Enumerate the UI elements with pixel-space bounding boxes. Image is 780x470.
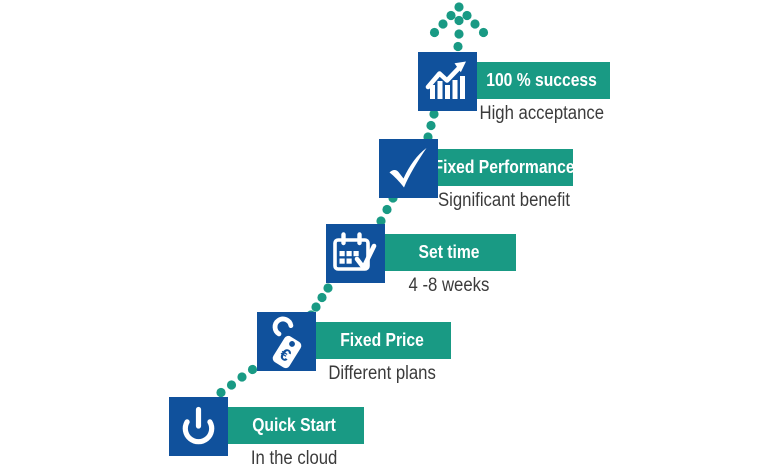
calendar-check-icon xyxy=(326,224,385,283)
step-caption-wrap: 4 -8 weeks xyxy=(382,275,516,297)
step-banner: Fixed Price xyxy=(313,322,451,359)
step-success: 100 % success High acceptance xyxy=(418,52,610,124)
step-caption-wrap: Significant benefit xyxy=(435,190,573,212)
step-title: Fixed Price xyxy=(340,330,424,350)
step-caption: 4 -8 weeks xyxy=(408,275,490,296)
dotted-arrow-up-icon xyxy=(429,2,489,52)
step-fixed-price: Fixed Price € Different plans xyxy=(257,312,451,384)
trail-segment-3-4 xyxy=(376,193,398,226)
step-caption-wrap: Different plans xyxy=(313,363,451,385)
step-title: Set time xyxy=(418,242,480,262)
step-banner: Quick Start xyxy=(225,407,364,444)
step-banner: Set time xyxy=(382,234,516,271)
check-mark-icon xyxy=(379,139,438,198)
step-caption: In the cloud xyxy=(251,448,338,469)
step-quick-start: Quick Start In the cloud xyxy=(169,397,364,469)
step-title: Fixed Performance xyxy=(433,157,575,177)
step-title: Quick Start xyxy=(252,415,337,435)
growth-chart-icon xyxy=(418,52,477,111)
step-caption: Different plans xyxy=(328,363,436,384)
step-caption: Significant benefit xyxy=(438,190,570,211)
step-fixed-performance: Fixed Performance Significant benefit xyxy=(379,139,574,211)
step-caption-wrap: In the cloud xyxy=(225,448,364,470)
step-caption: High acceptance xyxy=(479,103,605,124)
step-caption-wrap: High acceptance xyxy=(474,103,610,125)
trail-segment-4-5 xyxy=(423,109,439,142)
step-set-time: Set time 4 -8 weeks xyxy=(326,224,516,296)
step-banner: 100 % success xyxy=(474,62,610,99)
price-tag-euro-icon: € xyxy=(257,312,316,371)
step-banner: Fixed Performance xyxy=(433,149,575,186)
step-title: 100 % success xyxy=(486,70,598,90)
power-icon xyxy=(169,397,228,456)
